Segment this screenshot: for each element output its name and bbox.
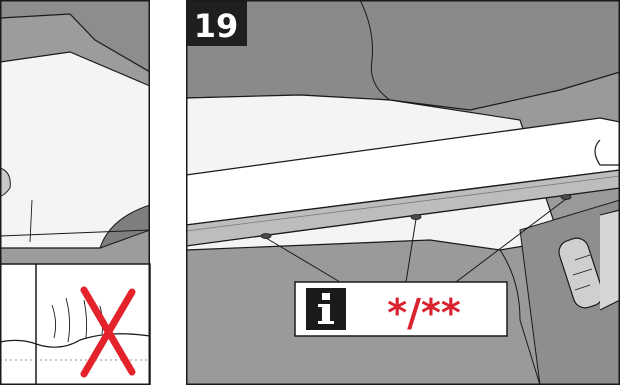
leader-lines	[265, 198, 567, 283]
step-number-badge: 19	[186, 0, 247, 46]
left-panel-frame	[0, 0, 150, 385]
screw-slot	[410, 214, 422, 220]
right-panel: 19 */**	[186, 0, 620, 385]
screw-slot	[560, 194, 572, 200]
left-panel	[0, 0, 151, 385]
paint-roller	[558, 139, 620, 311]
left-drain-part	[0, 167, 11, 197]
right-panel-frame	[186, 0, 620, 385]
left-inset	[0, 263, 151, 385]
floor-right	[519, 199, 620, 385]
info-box: */**	[294, 281, 508, 337]
drain-channel-top	[186, 117, 620, 226]
left-wall	[0, 0, 150, 73]
step-number: 19	[194, 7, 239, 45]
screw-slot	[260, 233, 272, 239]
info-i-icon	[306, 288, 346, 330]
red-x-icon	[80, 286, 136, 378]
info-symbol-text: */**	[387, 291, 461, 335]
left-membrane-sheet	[0, 51, 150, 249]
drain-profile-front	[186, 169, 620, 247]
left-membrane-edge	[0, 229, 150, 237]
